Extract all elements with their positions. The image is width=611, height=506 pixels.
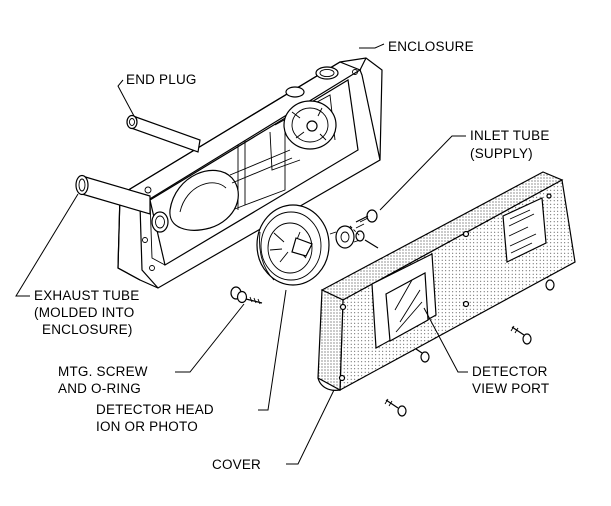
label-detector-head-type: ION OR PHOTO: [96, 419, 198, 434]
detector-head-drawing: [256, 204, 330, 286]
exhaust-tube-drawing: [75, 174, 151, 215]
end-plug-drawing: [126, 114, 201, 153]
label-exhaust-tube-molded: (MOLDED INTO: [34, 305, 134, 320]
enclosure-drawing: [117, 57, 383, 289]
screw-icon: [230, 209, 555, 417]
label-inlet-tube: INLET TUBE: [470, 128, 550, 143]
label-enclosure: ENCLOSURE: [388, 39, 474, 54]
label-mtg-screw: MTG. SCREW: [58, 364, 148, 379]
label-cover: COVER: [212, 457, 261, 472]
label-end-plug: END PLUG: [126, 72, 197, 87]
label-inlet-tube-supply: (SUPPLY): [470, 146, 533, 161]
label-detector-head: DETECTOR HEAD: [96, 402, 214, 417]
cover-drawing: [317, 171, 576, 392]
leader-lines: [15, 43, 468, 465]
label-detector-view-port-2: VIEW PORT: [472, 381, 549, 396]
label-exhaust-tube-enclosure: ENCLOSURE): [42, 322, 133, 337]
label-exhaust-tube: EXHAUST TUBE: [34, 288, 139, 303]
label-mtg-screw-oring: AND O-RING: [58, 381, 141, 396]
label-detector-view-port: DETECTOR: [472, 364, 548, 379]
